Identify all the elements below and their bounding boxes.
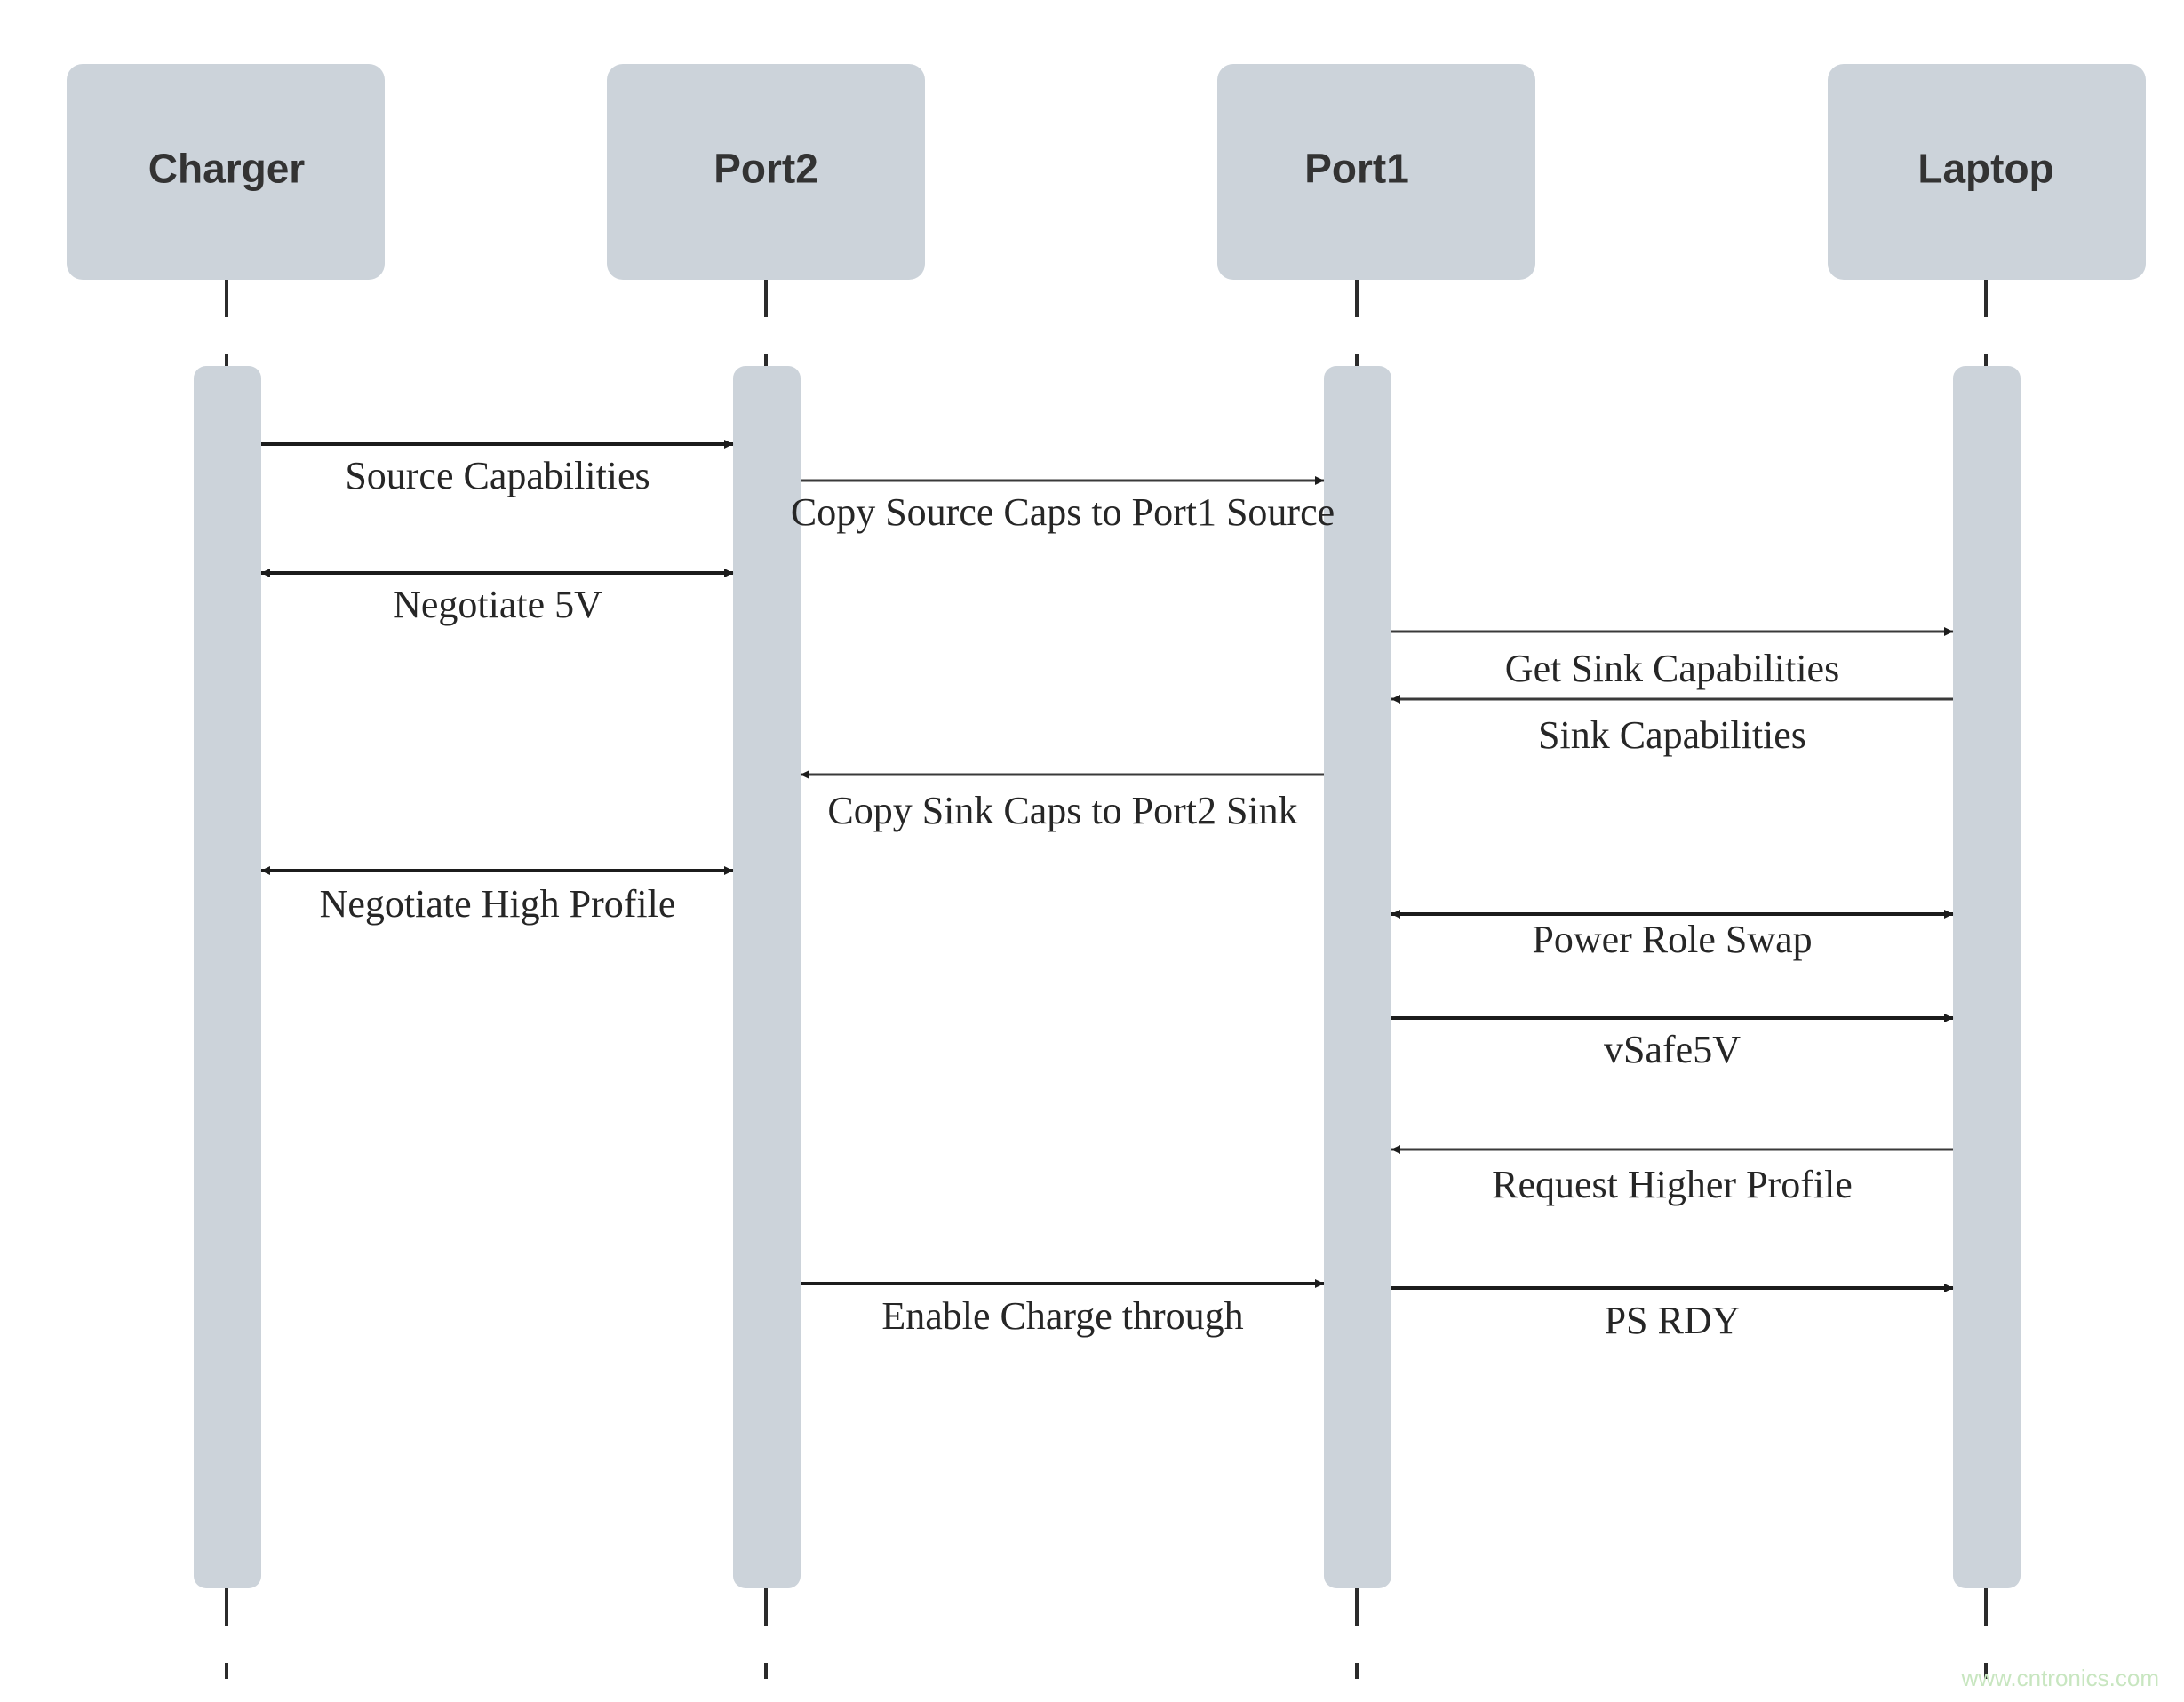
participant-box-laptop xyxy=(1828,64,2146,280)
message-label-m2: Copy Source Caps to Port1 Source xyxy=(791,490,1335,534)
message-m9[interactable]: vSafe5V xyxy=(1391,1013,1954,1071)
participant-header-port2[interactable]: Port2 xyxy=(607,64,925,280)
message-label-m8: Power Role Swap xyxy=(1532,918,1812,961)
participant-box-port2 xyxy=(607,64,925,280)
message-m5[interactable]: Sink Capabilities xyxy=(1391,694,1953,757)
message-label-m7: Negotiate High Profile xyxy=(320,882,676,926)
participant-box-port1 xyxy=(1217,64,1535,280)
activation-bar-port1 xyxy=(1324,366,1391,1588)
participant-header-charger[interactable]: Charger xyxy=(67,64,385,280)
message-label-m1: Source Capabilities xyxy=(345,454,650,497)
participant-label-charger: Charger xyxy=(148,146,305,192)
participant-header-laptop[interactable]: Laptop xyxy=(1828,64,2146,280)
message-m2[interactable]: Copy Source Caps to Port1 Source xyxy=(791,475,1335,534)
activation-bar-laptop xyxy=(1953,366,2021,1588)
message-label-m12: PS RDY xyxy=(1605,1299,1741,1342)
activation-bars-layer xyxy=(194,366,2021,1588)
lifeline-dashes-layer xyxy=(225,280,1988,1679)
message-label-m5: Sink Capabilities xyxy=(1538,713,1806,757)
message-m6[interactable]: Copy Sink Caps to Port2 Sink xyxy=(800,769,1324,832)
message-m12[interactable]: PS RDY xyxy=(1391,1283,1954,1342)
message-m7[interactable]: Negotiate High Profile xyxy=(260,865,734,926)
message-m10[interactable]: Request Higher Profile xyxy=(1391,1144,1953,1206)
message-m1[interactable]: Source Capabilities xyxy=(261,439,734,497)
message-label-m6: Copy Sink Caps to Port2 Sink xyxy=(827,789,1297,832)
watermark-text: www.cntronics.com xyxy=(1961,1665,2160,1691)
message-m3[interactable]: Negotiate 5V xyxy=(260,568,734,626)
participant-header-port1[interactable]: Port1 xyxy=(1217,64,1535,280)
participant-label-port2: Port2 xyxy=(713,146,818,192)
message-m11[interactable]: Enable Charge through xyxy=(801,1278,1325,1338)
activation-bar-port2 xyxy=(733,366,801,1588)
message-label-m9: vSafe5V xyxy=(1604,1028,1741,1071)
participant-headers-layer: Charger Port2 Port1 Laptop xyxy=(67,64,2146,280)
message-m4[interactable]: Get Sink Capabilities xyxy=(1391,626,1954,690)
participant-label-port1: Port1 xyxy=(1304,146,1409,192)
message-label-m4: Get Sink Capabilities xyxy=(1505,647,1839,690)
participant-label-laptop: Laptop xyxy=(1917,146,2053,192)
activation-bar-charger xyxy=(194,366,261,1588)
message-m8[interactable]: Power Role Swap xyxy=(1391,909,1954,961)
message-label-m3: Negotiate 5V xyxy=(393,583,602,626)
message-label-m10: Request Higher Profile xyxy=(1492,1163,1853,1206)
participant-box-charger xyxy=(67,64,385,280)
message-label-m11: Enable Charge through xyxy=(881,1294,1243,1338)
watermark-layer: www.cntronics.com xyxy=(1961,1665,2160,1691)
